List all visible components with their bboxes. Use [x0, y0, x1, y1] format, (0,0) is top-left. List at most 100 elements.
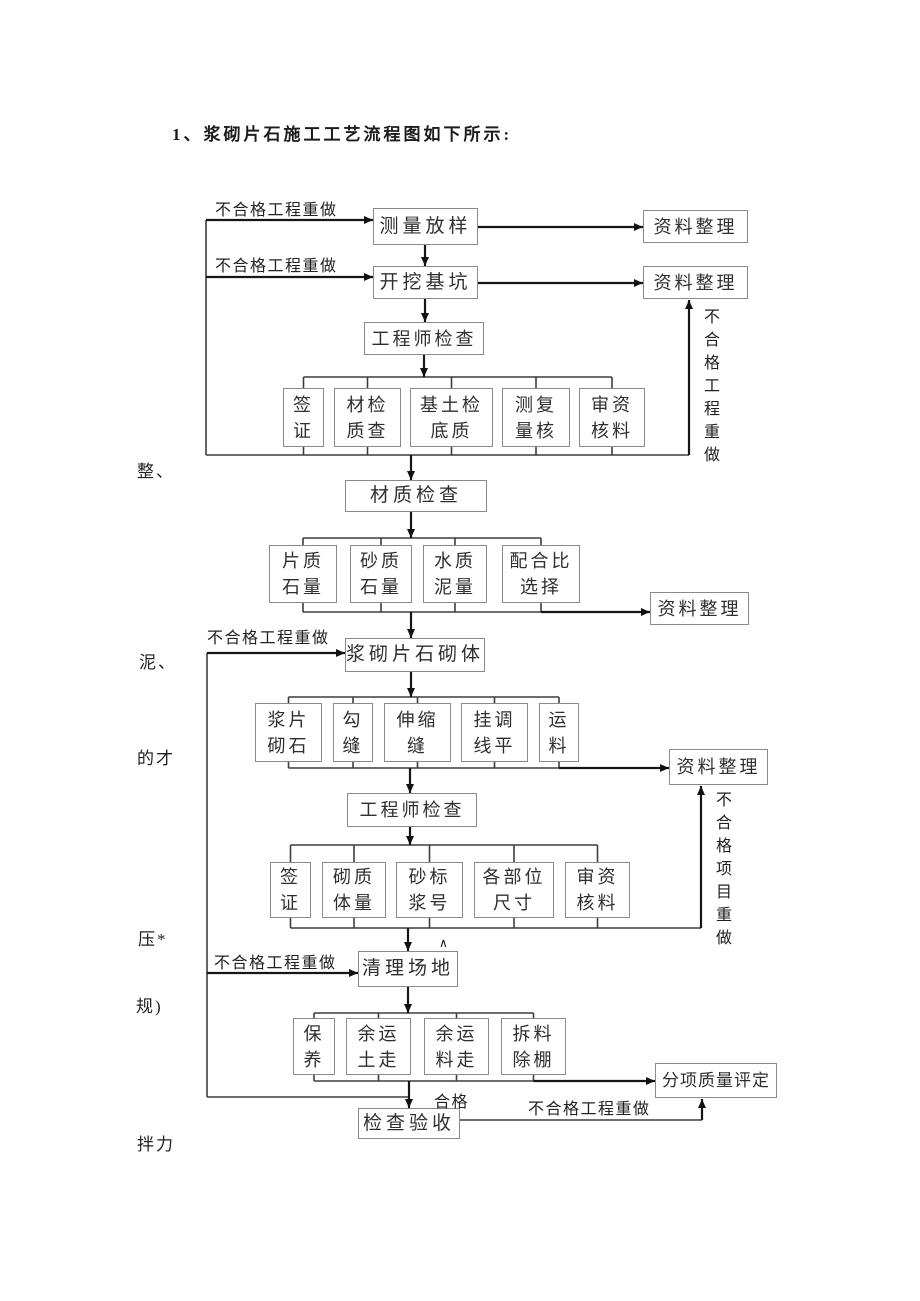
flow-box-base-soil-check: 基土检底质: [410, 388, 493, 447]
flow-box-masonry-volume-line2: 体量: [333, 893, 375, 913]
flow-box-masonry-volume-line1: 砌质: [333, 867, 375, 887]
flow-box-data-archive-4: 资料整理: [669, 749, 768, 785]
flow-box-audit-2: 审资核料: [565, 862, 630, 918]
margin-fragment-4: 压*: [138, 930, 168, 949]
margin-fragment-5: 规): [136, 997, 163, 1016]
flow-box-masonry-label: 浆砌片石砌体: [346, 644, 485, 665]
flow-box-base-soil-check-line1: 基土检: [420, 394, 483, 415]
flow-box-audit-2-line2: 核料: [576, 893, 619, 913]
flow-box-material-check-line2: 质查: [346, 420, 389, 441]
flow-box-base-soil-check-line2: 底质: [430, 420, 473, 441]
flow-box-transport-line2: 料: [548, 735, 570, 756]
flow-box-survey: 测量放样: [373, 208, 478, 245]
edge-label-redo-5: 不合格工程重做: [528, 1101, 651, 1118]
flow-box-data-archive-3: 资料整理: [650, 592, 749, 625]
flow-box-dismantle-line1: 拆料: [512, 1023, 555, 1044]
flow-box-remeasure-line2: 量核: [515, 420, 557, 441]
flow-box-pointing: 勾缝: [333, 703, 373, 762]
flow-box-engineer-check-1: 工程师检查: [364, 322, 484, 355]
flow-box-mix-ratio-line1: 配合比: [509, 551, 573, 571]
caret-arrowhead-icon: ∧: [439, 936, 448, 950]
flow-box-sand-qty-line2: 石量: [360, 577, 402, 597]
flow-box-excavate: 开挖基坑: [373, 266, 478, 299]
flow-box-masonry-volume: 砌质体量: [322, 862, 386, 918]
flow-box-survey-label: 测量放样: [379, 215, 472, 237]
flow-box-inspection: 检查验收: [358, 1108, 460, 1139]
flow-box-sign-2-line1: 签: [280, 867, 301, 887]
edge-label-redo-3: 不合格工程重做: [207, 630, 330, 647]
flow-box-pointing-line1: 勾: [342, 709, 364, 730]
flow-box-stone-qty-line1: 片质: [282, 551, 324, 571]
flow-box-data-archive-2-label: 资料整理: [653, 272, 738, 293]
flow-box-sign-2-line2: 证: [280, 893, 301, 913]
flow-box-hang-line-line1: 挂调: [473, 709, 516, 730]
flow-box-sand-qty-line1: 砂质: [360, 551, 402, 571]
flow-box-material-removal-line1: 余运: [435, 1023, 478, 1044]
edge-label-redo-2: 不合格工程重做: [215, 258, 338, 275]
flow-box-material-removal: 余运料走: [424, 1018, 489, 1075]
flow-box-remeasure-line1: 测复: [515, 394, 557, 415]
flow-box-water-qty-line1: 水质: [434, 551, 476, 571]
flow-box-data-archive-3-label: 资料整理: [657, 598, 742, 619]
flow-box-water-qty-line2: 泥量: [434, 577, 476, 597]
flow-box-sign-1: 签证: [283, 388, 324, 447]
flow-box-engineer-check-2-label: 工程师检查: [359, 800, 465, 820]
flow-box-soil-removal: 余运土走: [346, 1018, 411, 1075]
flow-box-curing-line1: 保: [303, 1023, 325, 1044]
connector-lines: [205, 220, 702, 1121]
flow-box-expansion-joint-line2: 缝: [407, 735, 428, 756]
vertical-label-redo-project: 不合格工程重做: [701, 308, 718, 469]
margin-fragment-3: 的才: [137, 749, 175, 768]
arrow-lines: [206, 216, 706, 1120]
flow-box-dimensions-line1: 各部位: [482, 867, 546, 887]
flow-box-material-removal-line2: 料走: [435, 1049, 478, 1070]
flow-box-curing-line2: 养: [303, 1049, 325, 1070]
flow-box-engineer-check-2: 工程师检查: [347, 793, 477, 827]
flow-box-pointing-line2: 缝: [342, 735, 364, 756]
flow-box-site-clean: 清理场地: [358, 951, 458, 987]
flow-box-stone-qty-line2: 石量: [282, 577, 324, 597]
flow-box-slurry-stone-line1: 浆片: [267, 709, 310, 730]
flow-box-data-archive-2: 资料整理: [643, 266, 748, 299]
flow-box-slurry-stone-line2: 砌石: [267, 735, 310, 756]
flow-box-material-check-line1: 材检: [346, 394, 389, 415]
flow-box-masonry: 浆砌片石砌体: [345, 638, 485, 672]
flow-box-audit-2-line1: 审资: [576, 867, 619, 887]
flow-box-dimensions-line2: 尺寸: [493, 893, 535, 913]
flow-box-audit-1: 审资核料: [579, 388, 645, 447]
flow-box-mortar-grade-line1: 砂标: [408, 867, 451, 887]
flow-box-stone-qty: 片质石量: [269, 545, 337, 603]
flow-box-mix-ratio-line2: 选择: [520, 577, 562, 597]
flow-box-material-quality-label: 材质检查: [369, 485, 462, 506]
flow-box-water-qty: 水质泥量: [423, 545, 487, 603]
page-title: 1、浆砌片石施工工艺流程图如下所示:: [172, 125, 513, 144]
edge-label-redo-1: 不合格工程重做: [215, 202, 338, 219]
flow-box-curing: 保养: [293, 1018, 335, 1075]
flow-box-site-clean-label: 清理场地: [361, 958, 454, 979]
flow-box-material-check: 材检质查: [334, 388, 401, 447]
flow-box-mortar-grade-line2: 浆号: [408, 893, 451, 913]
flow-box-engineer-check-1-label: 工程师检查: [371, 328, 477, 349]
flow-box-sand-qty: 砂质石量: [350, 545, 412, 603]
flow-box-dismantle: 拆料除棚: [501, 1018, 566, 1075]
margin-fragment-6: 拌力: [137, 1135, 175, 1154]
margin-fragment-2: 泥、: [139, 653, 177, 672]
flow-box-slurry-stone: 浆片砌石: [255, 703, 322, 762]
flow-box-dimensions: 各部位尺寸: [474, 862, 554, 918]
flow-box-sign-2: 签证: [270, 862, 311, 918]
flow-box-sign-1-line2: 证: [293, 420, 314, 441]
flow-box-inspection-label: 检查验收: [362, 1112, 455, 1134]
flow-box-data-archive-1: 资料整理: [643, 210, 748, 243]
flow-box-mix-ratio: 配合比选择: [502, 545, 580, 603]
flow-box-hang-line-line2: 线平: [473, 735, 516, 756]
flow-box-transport-line1: 运: [548, 709, 570, 730]
edge-label-pass: 合格: [434, 1094, 470, 1111]
flow-box-mortar-grade: 砂标浆号: [396, 862, 463, 918]
edge-label-redo-4: 不合格工程重做: [214, 955, 337, 972]
flow-box-sign-1-line1: 签: [293, 394, 314, 415]
flow-box-expansion-joint: 伸缩缝: [384, 703, 451, 762]
flow-box-data-archive-4-label: 资料整理: [676, 757, 761, 777]
flow-box-material-quality: 材质检查: [345, 480, 487, 512]
